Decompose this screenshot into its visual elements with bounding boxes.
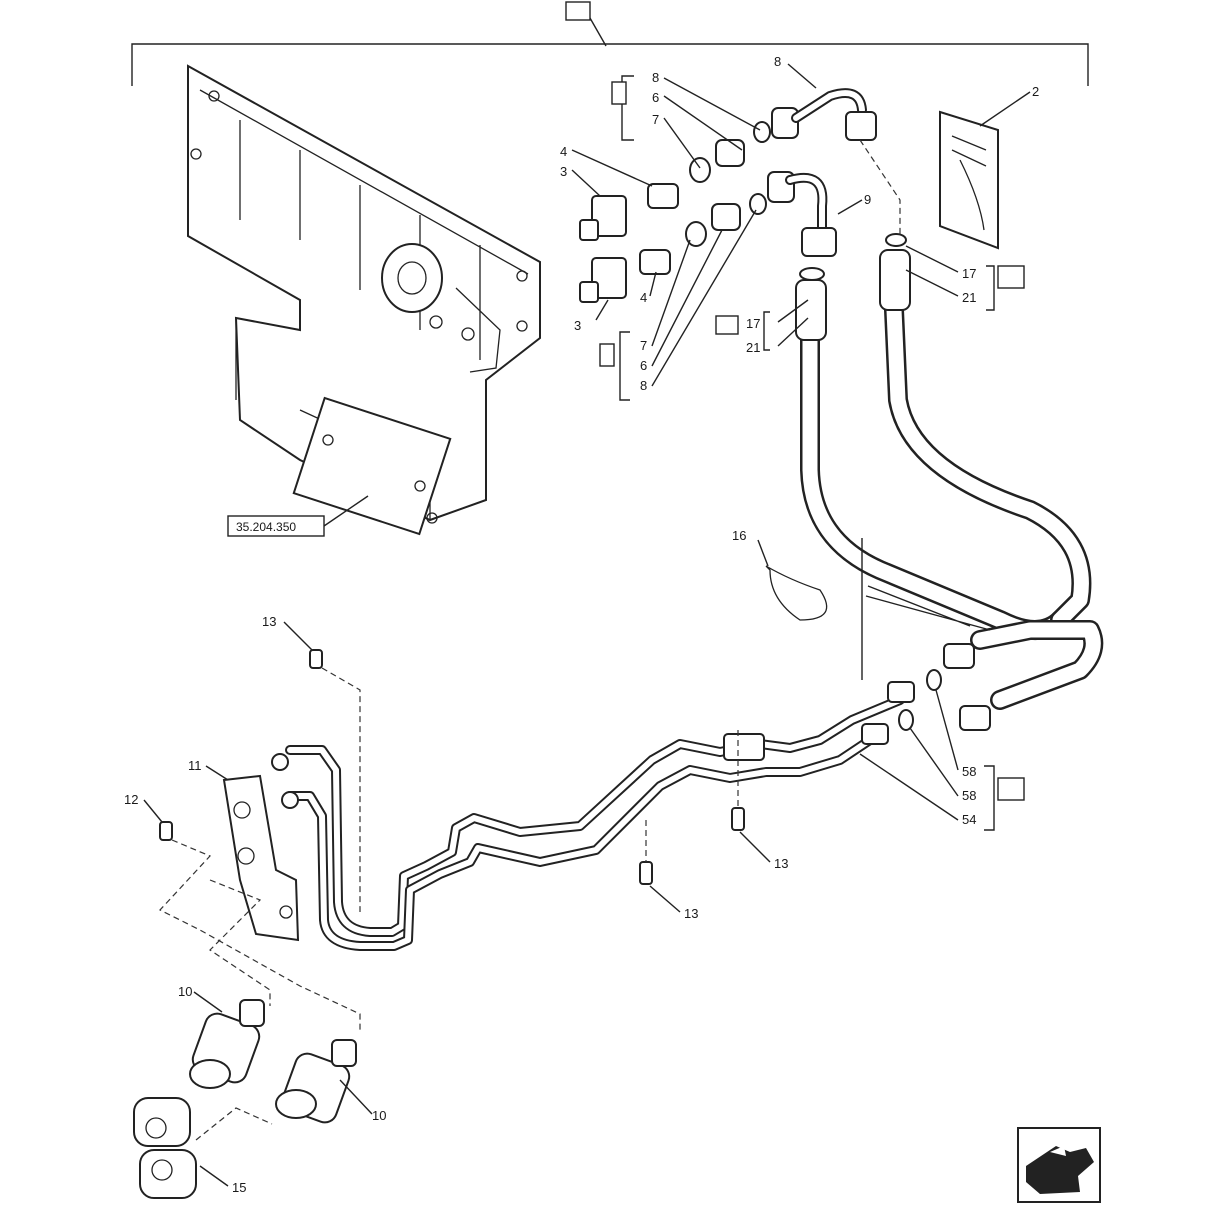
- callout-6b: 6: [640, 358, 647, 373]
- assembly-dash-lines: [159, 139, 901, 1141]
- callout-54: 54: [962, 812, 976, 827]
- callout-13a: 13: [262, 614, 276, 629]
- callout-10a: 10: [178, 984, 192, 999]
- callout-16: 16: [732, 528, 746, 543]
- callout-12: 12: [124, 792, 138, 807]
- callout-4b: 4: [640, 290, 647, 305]
- direction-arrow-icon[interactable]: [1017, 1127, 1101, 1203]
- decal-sheet: [939, 110, 999, 250]
- callout-9: 9: [864, 192, 871, 207]
- part-number-callouts: 2 3 3 4 4 8 6 7 7 6 8 8 9 17 21 17 21 16…: [124, 54, 1039, 1195]
- upper-coupler-group: [579, 107, 799, 303]
- callout-13c: 13: [684, 906, 698, 921]
- callout-58b: 58: [962, 788, 976, 803]
- callout-7a: 7: [652, 112, 659, 127]
- callout-21b: 21: [746, 340, 760, 355]
- callout-8c: 8: [774, 54, 781, 69]
- cable-strap: [765, 565, 828, 621]
- quick-couplers: [133, 999, 357, 1199]
- callout-3b: 3: [574, 318, 581, 333]
- hydraulic-hoses: [795, 233, 1104, 731]
- callout-13b: 13: [774, 856, 788, 871]
- leader-lines: [143, 63, 1031, 1187]
- callout-4a: 4: [560, 144, 567, 159]
- callout-6a: 6: [652, 90, 659, 105]
- top-assembly-bracket: [131, 1, 1089, 86]
- plate-ref-label: 35.204.350: [236, 520, 296, 534]
- panel-edge-lines: [861, 538, 991, 680]
- callout-17a: 17: [962, 266, 976, 281]
- callout-2: 2: [1032, 84, 1039, 99]
- pipe-bracket: [222, 774, 300, 942]
- callout-11: 11: [188, 758, 202, 773]
- callout-15: 15: [232, 1180, 246, 1195]
- callout-10b: 10: [372, 1108, 386, 1123]
- callout-8a: 8: [652, 70, 659, 85]
- callout-17b: 17: [746, 316, 760, 331]
- steel-pipe-run: [271, 669, 942, 951]
- bolts: [159, 649, 745, 885]
- callout-7b: 7: [640, 338, 647, 353]
- callout-3a: 3: [560, 164, 567, 179]
- callout-21a: 21: [962, 290, 976, 305]
- elbow-fittings: [785, 88, 877, 257]
- callout-8b: 8: [640, 378, 647, 393]
- callout-58a: 58: [962, 764, 976, 779]
- bracket-callouts: [599, 75, 1025, 831]
- mounting-plate: 35.204.350: [187, 64, 541, 537]
